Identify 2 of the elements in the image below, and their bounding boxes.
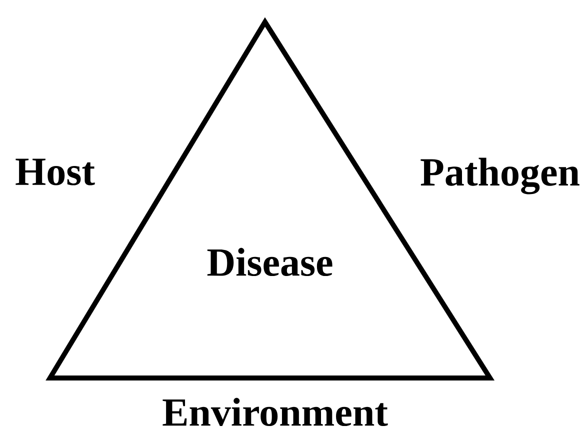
side-label: Pathogen bbox=[420, 158, 580, 194]
side-label: Host bbox=[16, 158, 95, 186]
